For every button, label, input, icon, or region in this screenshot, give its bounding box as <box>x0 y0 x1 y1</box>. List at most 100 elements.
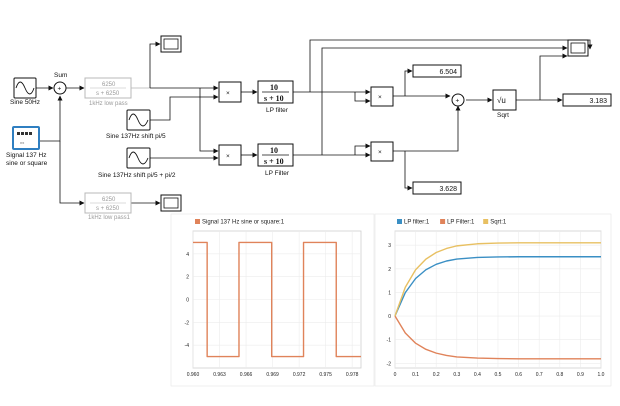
sine-wave-icon <box>128 151 149 165</box>
lp-filter-den: s + 10 <box>264 94 284 103</box>
sine-50hz-label: Sine 50Hz <box>10 99 40 106</box>
lowpass-num: 6250 <box>102 82 116 88</box>
lp-filter-label: LP filter <box>266 107 289 114</box>
lowpass1-den: s + 6250 <box>96 206 120 212</box>
x-tick-label: 1.0 <box>598 372 605 378</box>
sum-symbol: + <box>456 98 460 105</box>
sine-wave-icon <box>128 113 149 127</box>
y-tick-label: -2 <box>185 320 190 326</box>
y-tick-label: 2 <box>388 267 391 273</box>
display-right[interactable]: 3.183 <box>562 93 612 107</box>
display-bottom[interactable]: 3.628 <box>412 181 462 195</box>
sine-50hz-block[interactable]: Sine 50Hz <box>10 77 40 106</box>
sine-137hz-shift-pi2-block[interactable]: Sine 137Hz shift pi/5 + pi/2 <box>98 147 176 179</box>
x-tick-label: 0.7 <box>536 372 543 378</box>
sine-137hz-shift-block[interactable]: Sine 137Hz shift pi/5 <box>106 109 166 140</box>
display-bottom-value: 3.628 <box>439 186 457 193</box>
y-tick-label: 1 <box>388 290 391 296</box>
y-tick-label: 2 <box>186 275 189 281</box>
y-tick-label: 0 <box>186 298 189 304</box>
lp-filter-block[interactable]: 10 s + 10 LP filter <box>257 80 294 114</box>
x-tick-label: 0.1 <box>412 372 419 378</box>
sum-block[interactable]: + Sum <box>53 72 67 95</box>
sum-symbol: + <box>58 86 62 93</box>
scope-icon <box>163 38 179 50</box>
x-tick-label: 0.978 <box>346 372 359 378</box>
legend-swatch <box>483 219 489 224</box>
legend-entry: Sqrt:1 <box>490 220 507 226</box>
series-line <box>394 242 601 317</box>
y-tick-label: 4 <box>186 252 189 258</box>
y-tick-label: -2 <box>387 361 392 367</box>
legend-entry: LP filter:1 <box>404 220 430 226</box>
lp-filter-num: 10 <box>270 83 278 92</box>
product-symbol: × <box>378 149 382 156</box>
x-tick-label: 0.966 <box>240 372 253 378</box>
lp-filter2-num: 10 <box>270 146 278 155</box>
x-tick-label: 0.969 <box>266 372 279 378</box>
x-tick-label: 0.6 <box>515 372 522 378</box>
x-tick-label: 0.2 <box>433 372 440 378</box>
x-tick-label: 0.3 <box>453 372 460 378</box>
product-block-2[interactable]: × <box>218 144 242 166</box>
scope-plot-signal: 0.960 0.963 0.966 0.969 0.972 0.975 0.978 4 2 0 -… <box>170 213 375 387</box>
scope-bottom-left[interactable] <box>160 194 182 212</box>
y-tick-label: 3 <box>388 243 391 249</box>
y-tick-label: -1 <box>387 338 392 344</box>
lowpass1-num: 6250 <box>102 197 116 203</box>
x-tick-label: 0.960 <box>187 372 200 378</box>
lp-filter2-den: s + 10 <box>264 157 284 166</box>
legend-entry: LP Filter:1 <box>447 220 475 226</box>
signal-137hz-label-1: Signal 137 Hz <box>6 152 46 159</box>
product-symbol: × <box>226 153 230 160</box>
y-tick-label: -4 <box>185 343 190 349</box>
lowpass-1khz-1-block[interactable]: 6250 s + 6250 1kHz low pass1 <box>84 192 132 221</box>
sqrt-symbol: √u <box>497 96 506 105</box>
svg-text:◦◦: ◦◦ <box>20 140 25 147</box>
lp-filter2-label: LP Filter <box>265 170 290 177</box>
legend-swatch <box>195 219 200 224</box>
signal-137hz-block[interactable]: ◦◦ Signal 137 Hz sine or square <box>6 126 48 167</box>
product-symbol: × <box>226 90 230 97</box>
x-tick-label: 0.963 <box>213 372 226 378</box>
sum-label: Sum <box>54 72 67 79</box>
sine-shift-label: Sine 137Hz shift pi/5 <box>106 133 166 140</box>
sqrt-label: Sqrt <box>497 112 509 119</box>
display-top[interactable]: 6.504 <box>412 64 462 78</box>
signal-137hz-label-2: sine or square <box>6 160 48 167</box>
display-top-value: 6.504 <box>439 69 457 76</box>
sum-block-2[interactable]: + <box>451 93 465 107</box>
product-symbol: × <box>378 94 382 101</box>
sine-wave-icon <box>15 81 35 95</box>
scope-top-right[interactable] <box>567 39 589 57</box>
legend-swatch <box>397 219 402 224</box>
lp-filter-2-block[interactable]: 10 s + 10 LP Filter <box>257 143 294 177</box>
product-block-1[interactable]: × <box>218 81 242 103</box>
product-block-3[interactable]: × <box>370 86 394 107</box>
lowpass-den: s + 6250 <box>96 91 120 97</box>
x-tick-label: 0 <box>394 372 397 378</box>
x-tick-label: 0.9 <box>577 372 584 378</box>
scope-icon <box>570 42 586 54</box>
lowpass-label: 1kHz low pass <box>89 101 128 107</box>
x-tick-label: 0.4 <box>474 372 481 378</box>
signal-wires <box>36 39 593 206</box>
lowpass-1khz-block[interactable]: 6250 s + 6250 1kHz low pass <box>84 77 132 107</box>
sine-shift-pi2-label: Sine 137Hz shift pi/5 + pi/2 <box>98 172 176 179</box>
display-right-value: 3.183 <box>589 98 607 105</box>
lowpass1-label: 1kHz low pass1 <box>88 215 131 221</box>
product-block-4[interactable]: × <box>370 141 394 162</box>
scope-icon <box>163 197 179 209</box>
x-tick-label: 0.972 <box>293 372 306 378</box>
x-tick-label: 0.8 <box>556 372 563 378</box>
series-line <box>394 256 601 317</box>
series-line <box>394 315 601 360</box>
legend-swatch <box>440 219 446 224</box>
scope-top-left[interactable] <box>160 35 182 53</box>
series-line <box>193 241 361 358</box>
x-tick-label: 0.975 <box>319 372 332 378</box>
sqrt-block[interactable]: √u Sqrt <box>492 89 517 119</box>
signal-builder-icon: ◦◦ <box>17 132 32 147</box>
